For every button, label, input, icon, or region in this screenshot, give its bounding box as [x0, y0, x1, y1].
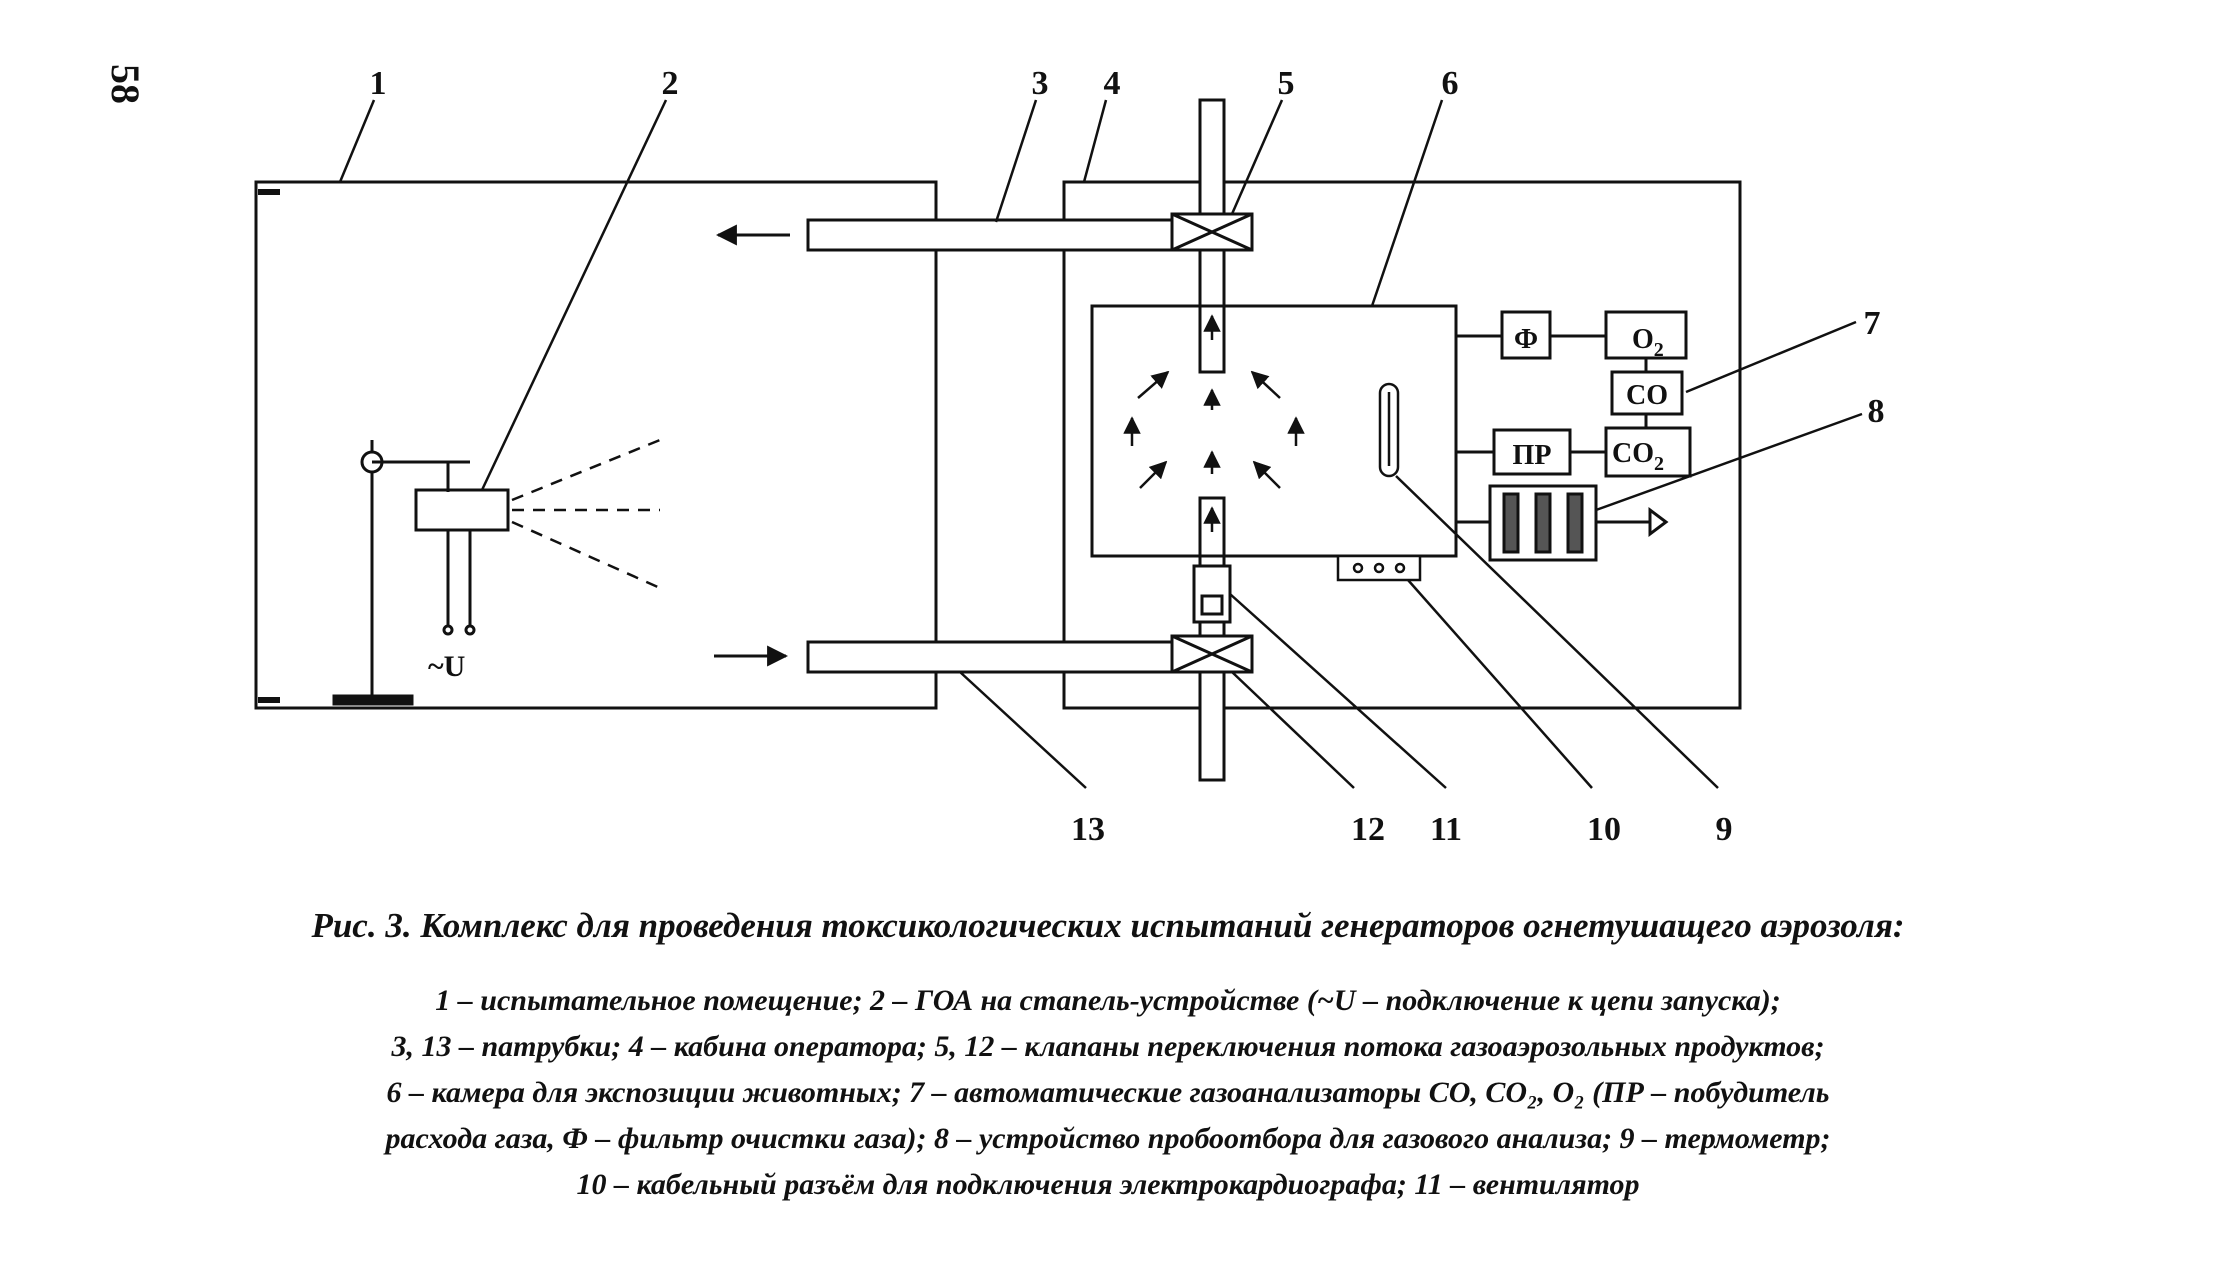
thermometer — [1378, 382, 1400, 478]
callout-5: 5 — [1278, 65, 1295, 102]
callout-4: 4 — [1104, 65, 1121, 102]
exposure-chamber — [1090, 304, 1458, 558]
callout-numbers: 1 2 3 4 5 6 7 8 9 10 11 12 13 — [370, 65, 1885, 848]
callout-8: 8 — [1868, 393, 1885, 430]
callout-7: 7 — [1864, 305, 1881, 342]
test-room — [254, 180, 938, 710]
fan — [1192, 564, 1232, 624]
page-number: 58 — [103, 64, 148, 104]
gas-analyzers — [1456, 310, 1692, 478]
voltage-label: ~U — [428, 650, 465, 683]
callout-11: 11 — [1430, 811, 1462, 848]
callout-12: 12 — [1351, 811, 1385, 848]
generator-stand — [332, 440, 470, 706]
filter-box — [1500, 310, 1552, 360]
legend-line-4: расхода газа, Ф – фильтр очистки газа); … — [385, 1122, 1831, 1155]
co2-label: CO2 — [1612, 438, 1664, 475]
sampling-device — [1456, 484, 1669, 562]
valve-12 — [1170, 634, 1254, 674]
cable-connector — [1336, 554, 1422, 582]
callout-1: 1 — [370, 65, 387, 102]
callout-9: 9 — [1716, 811, 1733, 848]
aerosol-generator — [414, 488, 510, 636]
pipe-13 — [806, 640, 1174, 674]
legend-line-2: 3, 13 – патрубки; 4 – кабина оператора; … — [391, 1030, 1825, 1063]
aerosol-spray — [511, 438, 661, 590]
airflow-arrows — [1123, 314, 1305, 532]
filter-label: Ф — [1514, 324, 1538, 355]
co2-analyzer — [1604, 426, 1692, 478]
legend-line-5: 10 – кабельный разъём для подключения эл… — [576, 1168, 1640, 1201]
pump-box — [1492, 428, 1572, 476]
operator-cabin — [1062, 180, 1742, 710]
valve-5 — [1170, 212, 1254, 252]
pump-label: ПР — [1513, 440, 1552, 471]
legend-line-3: 6 – камера для экспозиции животных; 7 – … — [386, 1076, 1830, 1109]
callout-2: 2 — [662, 65, 679, 102]
o2-label: O2 — [1632, 324, 1664, 361]
figure-caption-title: Рис. 3. Комплекс для проведения токсикол… — [311, 906, 1905, 945]
callout-13: 13 — [1071, 811, 1105, 848]
callout-3: 3 — [1032, 65, 1049, 102]
co-analyzer — [1610, 370, 1684, 416]
legend-line-1: 1 – испытательное помещение; 2 – ГОА на … — [435, 984, 1781, 1017]
pipe-3 — [806, 218, 1174, 252]
callout-6: 6 — [1442, 65, 1459, 102]
leader-lines — [338, 99, 1863, 789]
co-label: CO — [1626, 380, 1668, 411]
callout-10: 10 — [1587, 811, 1621, 848]
